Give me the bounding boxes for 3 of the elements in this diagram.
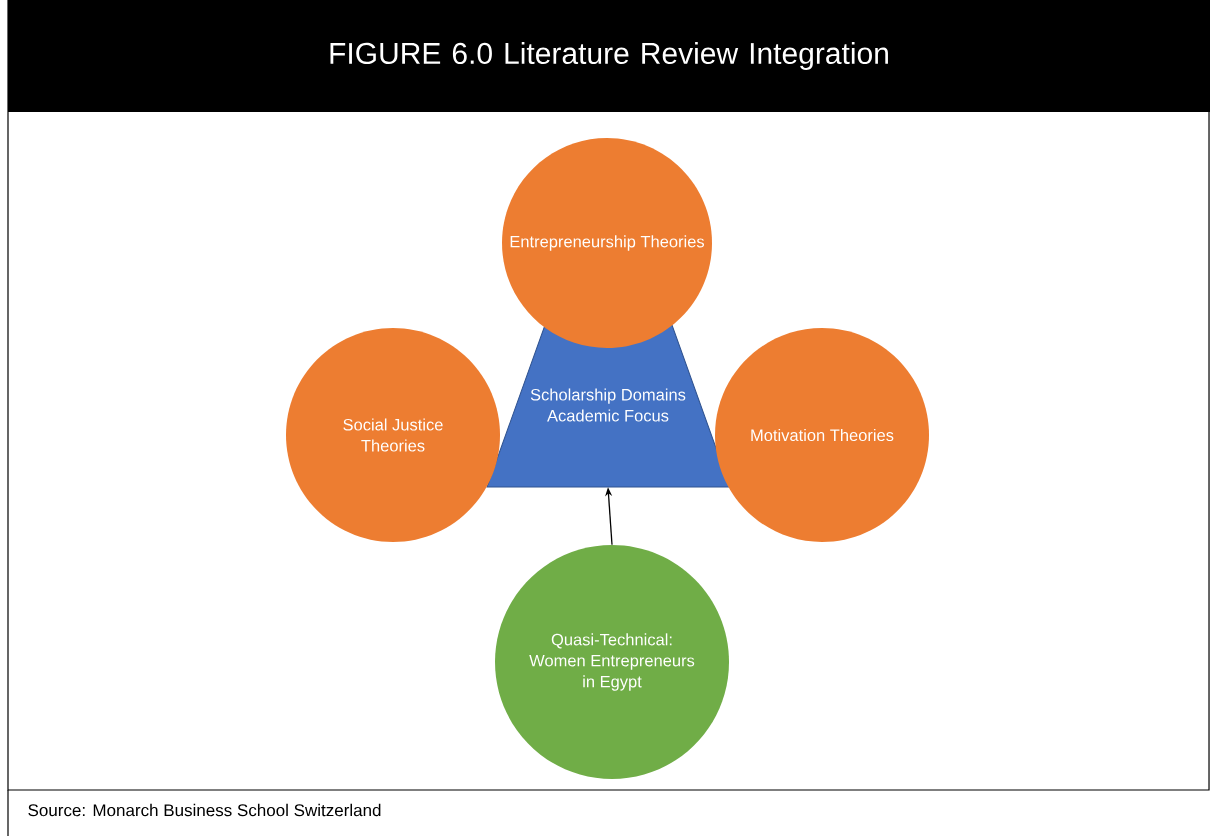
title-banner: FIGURE 6.0 Literature Review Integration: [8, 0, 1210, 112]
domain-trapezoid: Scholarship Domains Academic Focus: [486, 324, 731, 488]
source-note: Source: Monarch Business School Switzerland: [28, 803, 381, 817]
